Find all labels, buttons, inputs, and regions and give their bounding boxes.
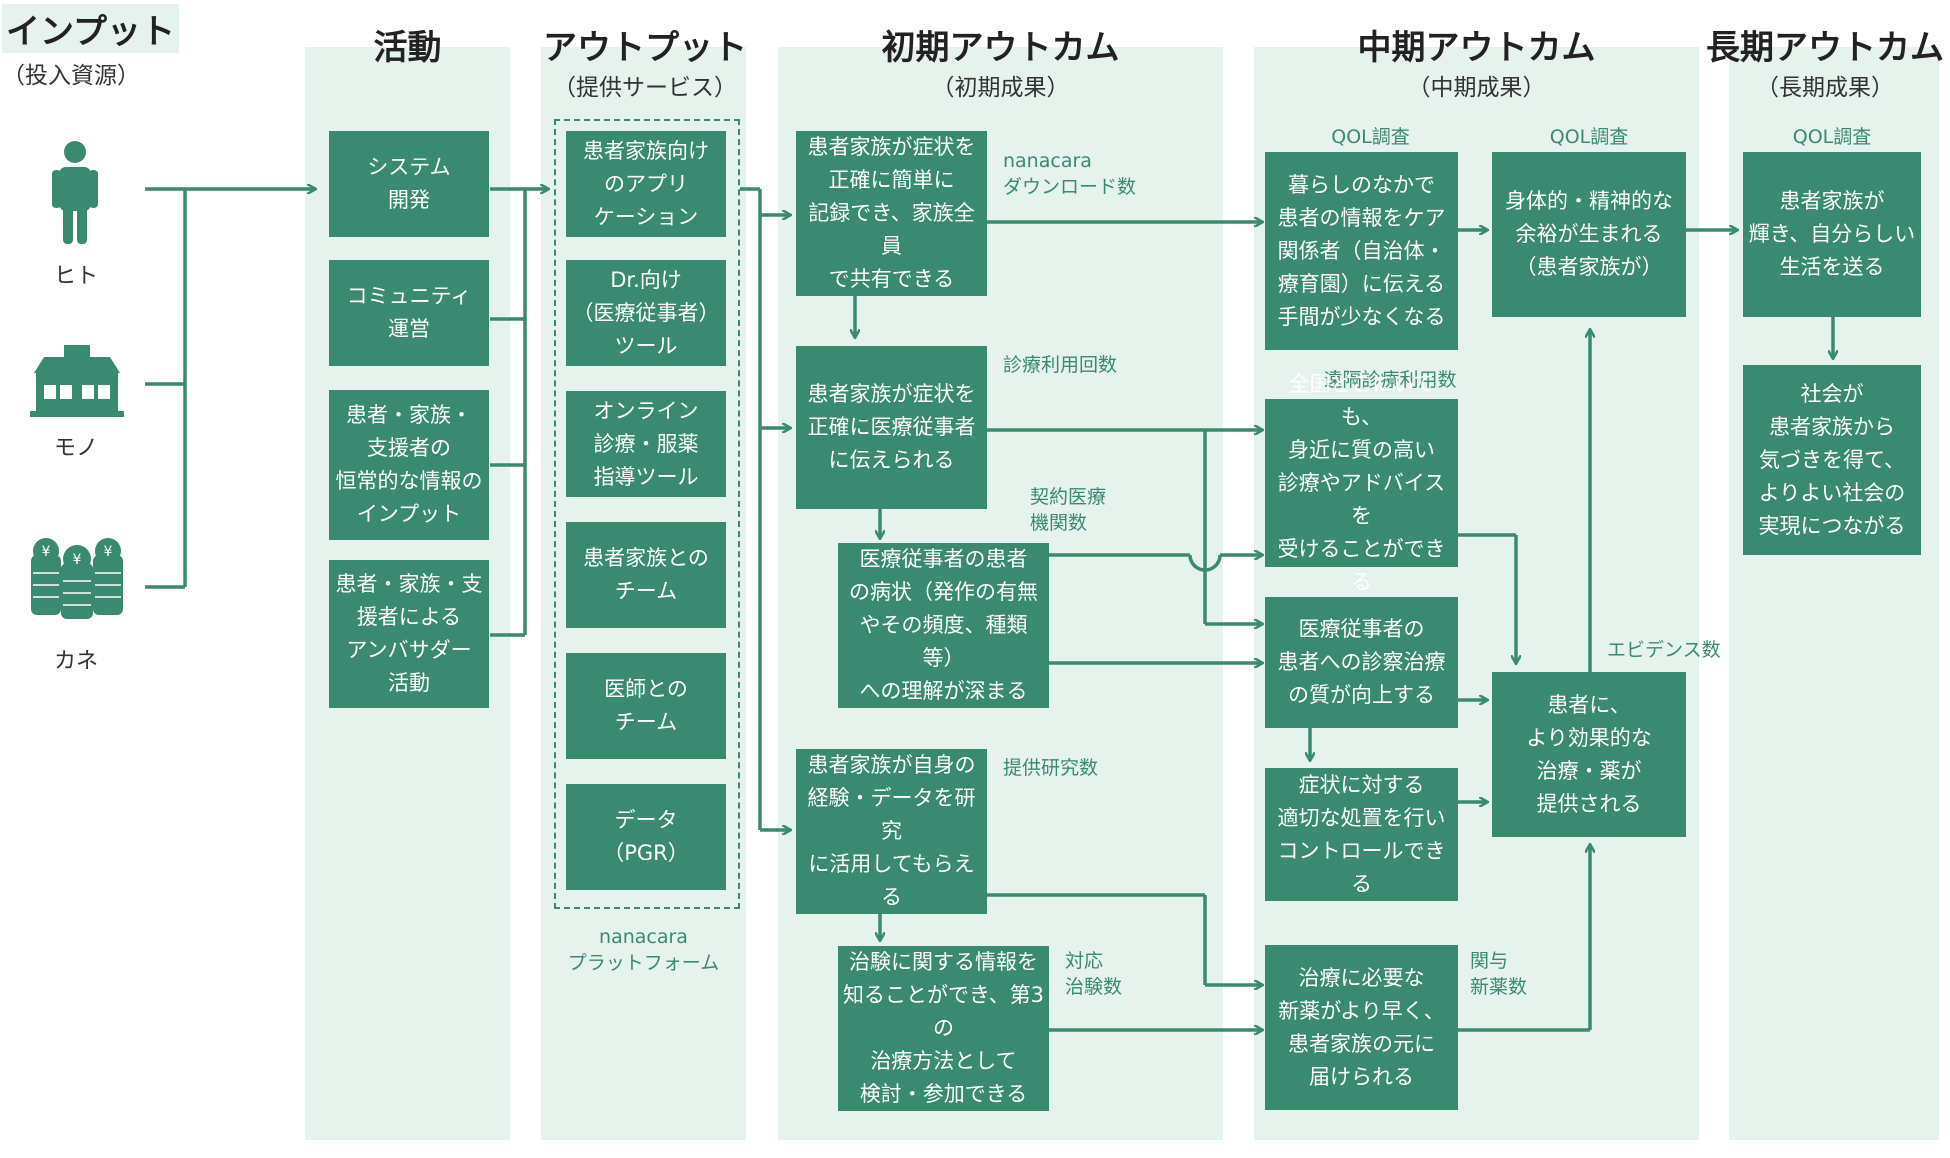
initial-box-tell-medical: 患者家族が症状を 正確に医療従事者 に伝えられる <box>796 346 987 509</box>
input-label-kane: カネ <box>53 649 98 674</box>
mid-subtitle: （中期成果） <box>1407 75 1546 101</box>
indicator-new-drugs: 関与 新薬数 <box>1470 950 1528 998</box>
input-label-mono: モノ <box>53 436 98 461</box>
activity-box-system-dev: システム 開発 <box>329 131 489 237</box>
platform-dashed-frame <box>554 119 740 909</box>
long-title: 長期アウトカム <box>1706 28 1944 68</box>
indicator-consultations: 診療利用回数 <box>1003 354 1118 376</box>
indicator-research-count: 提供研究数 <box>1003 757 1099 779</box>
indicator-trials: 対応 治験数 <box>1065 950 1123 998</box>
output-box-online-tool: オンライン 診療・服薬 指導ツール <box>566 391 726 497</box>
long-box-better-society: 社会が 患者家族から 気づきを得て、 よりよい社会の 実現につながる <box>1743 365 1921 555</box>
mid-box-relief: 身体的・精神的な 余裕が生まれる （患者家族が） <box>1492 152 1686 317</box>
mid-box-effective-treatment: 患者に、 より効果的な 治療・薬が 提供される <box>1492 672 1686 837</box>
mid-box-new-drugs: 治療に必要な 新薬がより早く、 患者家族の元に 届けられる <box>1265 945 1458 1110</box>
svg-text:¥: ¥ <box>73 552 82 568</box>
mid-box-quality-care-anywhere: 全国どこにいても、 身近に質の高い 診療やアドバイスを 受けることができる <box>1265 372 1458 594</box>
output-box-family-app: 患者家族向け のアプリ ケーション <box>566 131 726 237</box>
indicator-qol-long: QOL調査 <box>1792 126 1872 148</box>
indicator-evidence: エビデンス数 <box>1607 639 1721 661</box>
building-icon <box>30 345 124 417</box>
output-box-data-pgr: データ （PGR） <box>566 784 726 890</box>
platform-label: nanacara プラットフォーム <box>567 926 720 974</box>
long-box-shine: 患者家族が 輝き、自分らしい 生活を送る <box>1743 152 1921 317</box>
input-subtitle: （投入資源） <box>2 63 140 89</box>
svg-text:¥: ¥ <box>42 544 51 560</box>
activity-box-info-input: 患者・家族・ 支援者の 恒常的な情報の インプット <box>329 390 489 540</box>
indicator-qol-mid-1: QOL調査 <box>1331 126 1410 148</box>
mid-title: 中期アウトカム <box>1357 28 1596 68</box>
output-box-doctor-team: 医師との チーム <box>566 653 726 759</box>
initial-box-understanding: 医療従事者の患者 の病状（発作の有無 やその頻度、種類等） への理解が深まる <box>838 543 1049 708</box>
initial-title: 初期アウトカム <box>881 28 1120 68</box>
activity-box-community: コミュニティ 運営 <box>329 260 489 366</box>
output-box-family-team: 患者家族との チーム <box>566 522 726 628</box>
activity-box-ambassador: 患者・家族・支 援者による アンバサダー 活動 <box>329 560 489 708</box>
indicator-downloads: nanacara ダウンロード数 <box>1003 150 1137 198</box>
input-label-hito: ヒト <box>53 264 98 289</box>
indicator-contract-institutions: 契約医療 機関数 <box>1030 486 1107 534</box>
mid-box-symptom-control: 症状に対する 適切な処置を行い コントロールできる <box>1265 768 1458 901</box>
mid-box-less-effort: 暮らしのなかで 患者の情報をケア 関係者（自治体・ 療育園）に伝える 手間が少な… <box>1265 152 1458 350</box>
output-box-dr-tool: Dr.向け （医療従事者） ツール <box>566 260 726 366</box>
long-subtitle: （長期成果） <box>1756 75 1894 101</box>
svg-text:¥: ¥ <box>104 544 113 560</box>
initial-box-clinical-trial: 治験に関する情報を 知ることができ、第3の 治療方法として 検討・参加できる <box>838 946 1049 1111</box>
initial-box-research: 患者家族が自身の 経験・データを研究 に活用してもらえる <box>796 749 987 914</box>
output-title: アウトプット <box>543 28 747 68</box>
yen-coins-icon: ¥ ¥ ¥ <box>31 538 123 619</box>
mid-box-better-treatment-quality: 医療従事者の 患者への診察治療 の質が向上する <box>1265 597 1458 728</box>
indicator-qol-mid-2: QOL調査 <box>1549 126 1629 148</box>
person-icon <box>52 141 98 244</box>
initial-subtitle: （初期成果） <box>931 75 1070 101</box>
output-subtitle: （提供サービス） <box>553 75 737 101</box>
activity-title: 活動 <box>373 28 442 68</box>
input-title: インプット <box>2 4 179 53</box>
initial-box-record-share: 患者家族が症状を 正確に簡単に 記録でき、家族全員 で共有できる <box>796 131 987 296</box>
indicator-remote-consults: 遠隔診療利用数 <box>1323 369 1457 391</box>
